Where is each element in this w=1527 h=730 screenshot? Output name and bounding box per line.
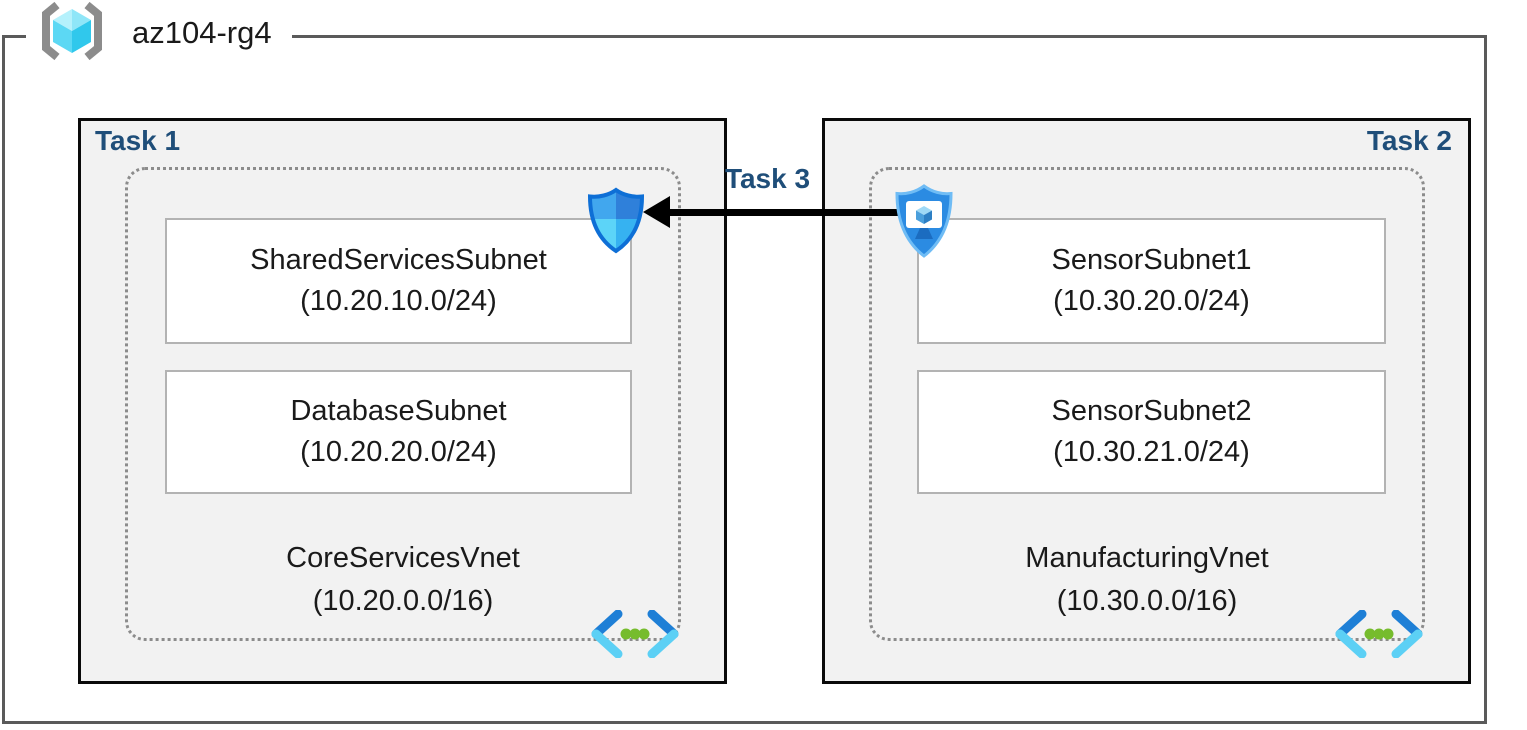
subnet-name: SensorSubnet1 [1051, 244, 1252, 276]
resource-group-title: az104-rg4 [132, 15, 272, 50]
task2-box: Task 2 SensorSubnet1 (10.30.20.0/24) Sen… [822, 118, 1471, 684]
subnet-cidr: (10.30.20.0/24) [1053, 285, 1250, 317]
task1-label: Task 1 [95, 125, 181, 156]
subnet-sharedservices: SharedServicesSubnet (10.20.10.0/24) [165, 218, 632, 344]
vnet-boundary-coreservices [125, 167, 681, 641]
task2-label: Task 2 [1366, 125, 1452, 156]
subnet-sensor2: SensorSubnet2 (10.30.21.0/24) [917, 370, 1386, 494]
vnet-name: ManufacturingVnet [1025, 542, 1269, 574]
application-security-group-icon [892, 183, 956, 266]
resource-group-icon [34, 0, 110, 67]
task3-arrow-head [643, 196, 670, 228]
subnet-sensor1: SensorSubnet1 (10.30.20.0/24) [917, 218, 1386, 344]
subnet-name: DatabaseSubnet [290, 395, 507, 427]
resource-group-legend: az104-rg4 [26, 1, 292, 65]
vnet-label-coreservices: CoreServicesVnet (10.20.0.0/16) [125, 537, 681, 623]
subnet-name: SensorSubnet2 [1051, 395, 1252, 427]
subnet-cidr: (10.20.10.0/24) [300, 285, 497, 317]
task3-arrow-line [666, 209, 900, 216]
vnet-cidr: (10.20.0.0/16) [312, 585, 494, 617]
subnet-database: DatabaseSubnet (10.20.20.0/24) [165, 370, 632, 494]
network-security-group-icon [585, 186, 647, 261]
resource-group-frame [2, 35, 1487, 724]
vnet-label-manufacturing: ManufacturingVnet (10.30.0.0/16) [869, 537, 1425, 623]
virtual-network-icon [1333, 609, 1425, 663]
task3-label: Task 3 [724, 163, 811, 194]
subnet-cidr: (10.30.21.0/24) [1053, 436, 1250, 468]
subnet-cidr: (10.20.20.0/24) [300, 436, 497, 468]
vnet-boundary-manufacturing [869, 167, 1425, 641]
subnet-name: SharedServicesSubnet [250, 244, 547, 276]
vnet-cidr: (10.30.0.0/16) [1056, 585, 1238, 617]
vnet-name: CoreServicesVnet [286, 542, 520, 574]
virtual-network-icon [589, 609, 681, 663]
